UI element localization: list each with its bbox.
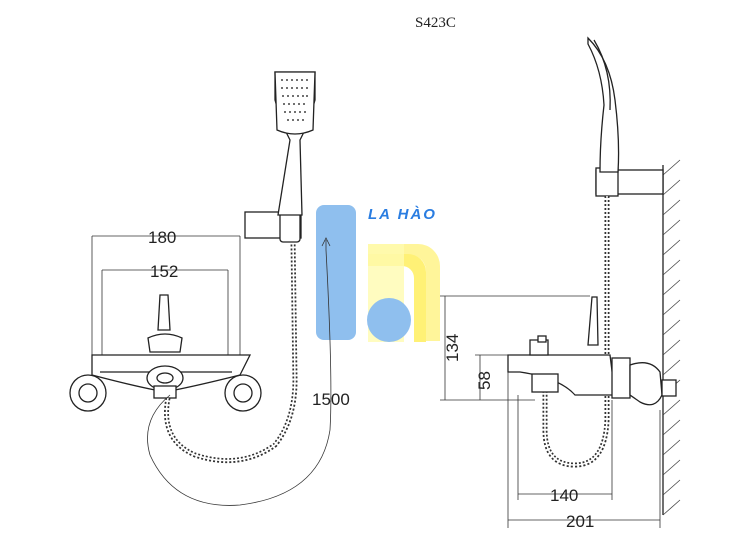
shower-head-face [274, 71, 316, 135]
side-lever [587, 296, 599, 346]
hose-loop-guide [147, 249, 332, 506]
shower-nozzle-grid [281, 79, 308, 121]
logo-text: LA HÀO [368, 206, 437, 223]
right-wall-flange [224, 374, 262, 412]
dim-201-label: 201 [566, 512, 594, 531]
watermark-logo: LA HÀO [316, 205, 440, 342]
side-hand-shower [587, 36, 620, 173]
logo-blue-circle [367, 298, 411, 342]
wall-flange-side [629, 362, 663, 406]
side-mixer-body [507, 354, 616, 396]
side-connector-nut [611, 357, 631, 399]
side-view: 134 58 140 201 [440, 36, 681, 531]
outlet-nut [153, 385, 177, 399]
shower-hose [164, 239, 298, 464]
lever-base [147, 333, 183, 353]
dim-152-label: 152 [150, 262, 178, 281]
side-outlet-nut [531, 373, 559, 393]
left-wall-flange [69, 374, 107, 412]
dim-58-label: 58 [475, 371, 494, 390]
logo-blue-bar [316, 205, 356, 340]
dim-1500-label: 1500 [312, 390, 350, 409]
lever-handle [157, 294, 171, 331]
front-view: 180 152 1500 [69, 71, 350, 506]
dim-180-label: 180 [148, 228, 176, 247]
dim-140-label: 140 [550, 486, 578, 505]
eccentric-connector [661, 379, 677, 397]
wall-hatching [662, 159, 681, 516]
dim-134-label: 134 [443, 334, 462, 362]
model-code: S423C [415, 15, 456, 31]
